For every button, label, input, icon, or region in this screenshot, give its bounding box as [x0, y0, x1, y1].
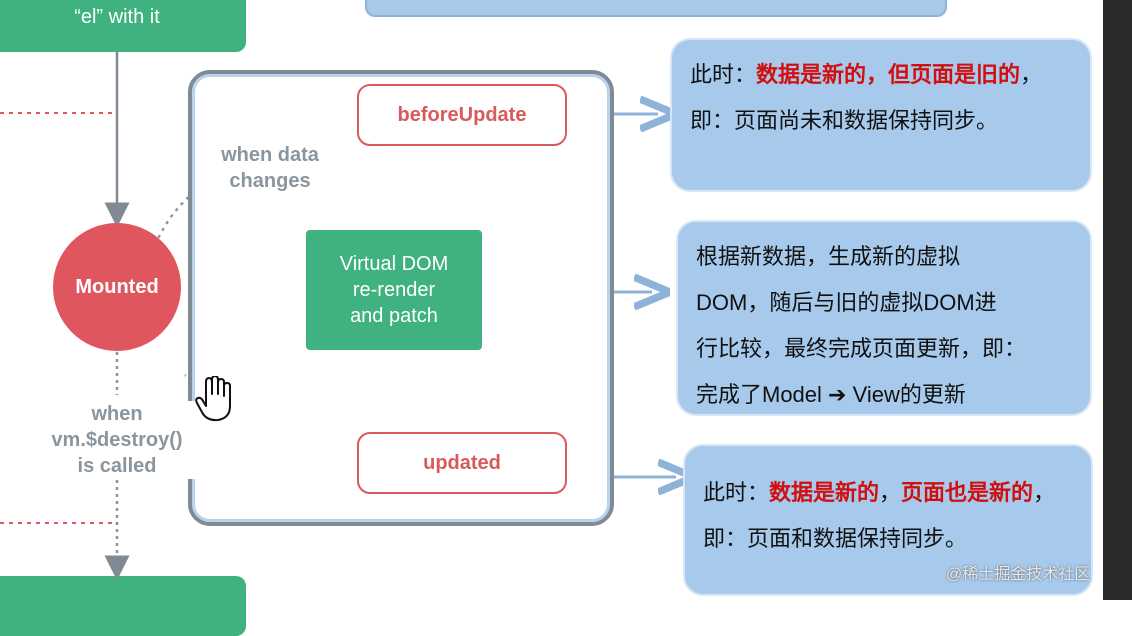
note2-line-b: DOM，随后与旧的虚拟DOM进 [696, 290, 997, 315]
virtual-dom-note: 根据新数据，生成新的虚拟 DOM，随后与旧的虚拟DOM进 行比较，最终完成页面更… [678, 222, 1090, 414]
note2-line-a: 根据新数据，生成新的虚拟 [696, 244, 961, 269]
note3-red1: 数据是新的 [769, 480, 880, 505]
updated-note: 此时：数据是新的，页面也是新的，即：页面和数据保持同步。 [685, 446, 1091, 594]
el-step-text: “el” with it [74, 6, 160, 28]
when-data-line1: when data [221, 144, 319, 166]
when-destroy-line3: is called [77, 455, 157, 477]
when-destroy-label: when vm.$destroy() is called [34, 401, 200, 479]
note1-prefix: 此时： [690, 62, 757, 87]
when-destroy-line2: vm.$destroy() [51, 429, 183, 451]
virtual-dom-box: Virtual DOM re-render and patch [306, 230, 482, 350]
when-destroy-line1: when [91, 403, 143, 425]
note1-suffix: ，即：页面尚未和数据保持同步。 [690, 62, 1043, 133]
scrollbar-strip [1103, 0, 1132, 600]
before-update-hook: beforeUpdate [357, 84, 567, 146]
watermark: @稀土掘金技术社区 [946, 566, 1091, 583]
updated-hook: updated [357, 432, 567, 494]
note1-red1: 数据是新的 [756, 62, 867, 87]
before-update-note: 此时：数据是新的，但页面是旧的，即：页面尚未和数据保持同步。 [672, 40, 1090, 190]
note3-suffix: ，即：页面和数据保持同步。 [703, 480, 1056, 551]
note2-line-d: 完成了Model ➔ View的更新 [696, 382, 966, 407]
note1-red2: 但页面是旧的 [888, 62, 1021, 87]
when-data-changes-label: when data changes [200, 142, 340, 194]
note2-line-c: 行比较，最终完成页面更新，即： [696, 336, 1027, 361]
vdom-line1: Virtual DOM [339, 253, 449, 275]
top-note-box [365, 0, 947, 17]
vdom-line2: re-render [352, 279, 436, 301]
mounted-hook: Mounted [53, 223, 181, 351]
note3-red2: 页面也是新的 [901, 480, 1034, 505]
vdom-line3: and patch [350, 305, 438, 327]
when-data-line2: changes [229, 170, 311, 192]
note3-sep: ， [879, 480, 902, 505]
note3-prefix: 此时： [703, 480, 770, 505]
note1-sep: ， [866, 62, 889, 87]
el-step-box: “el” with it [0, 0, 246, 52]
hand-cursor-icon [195, 376, 231, 422]
